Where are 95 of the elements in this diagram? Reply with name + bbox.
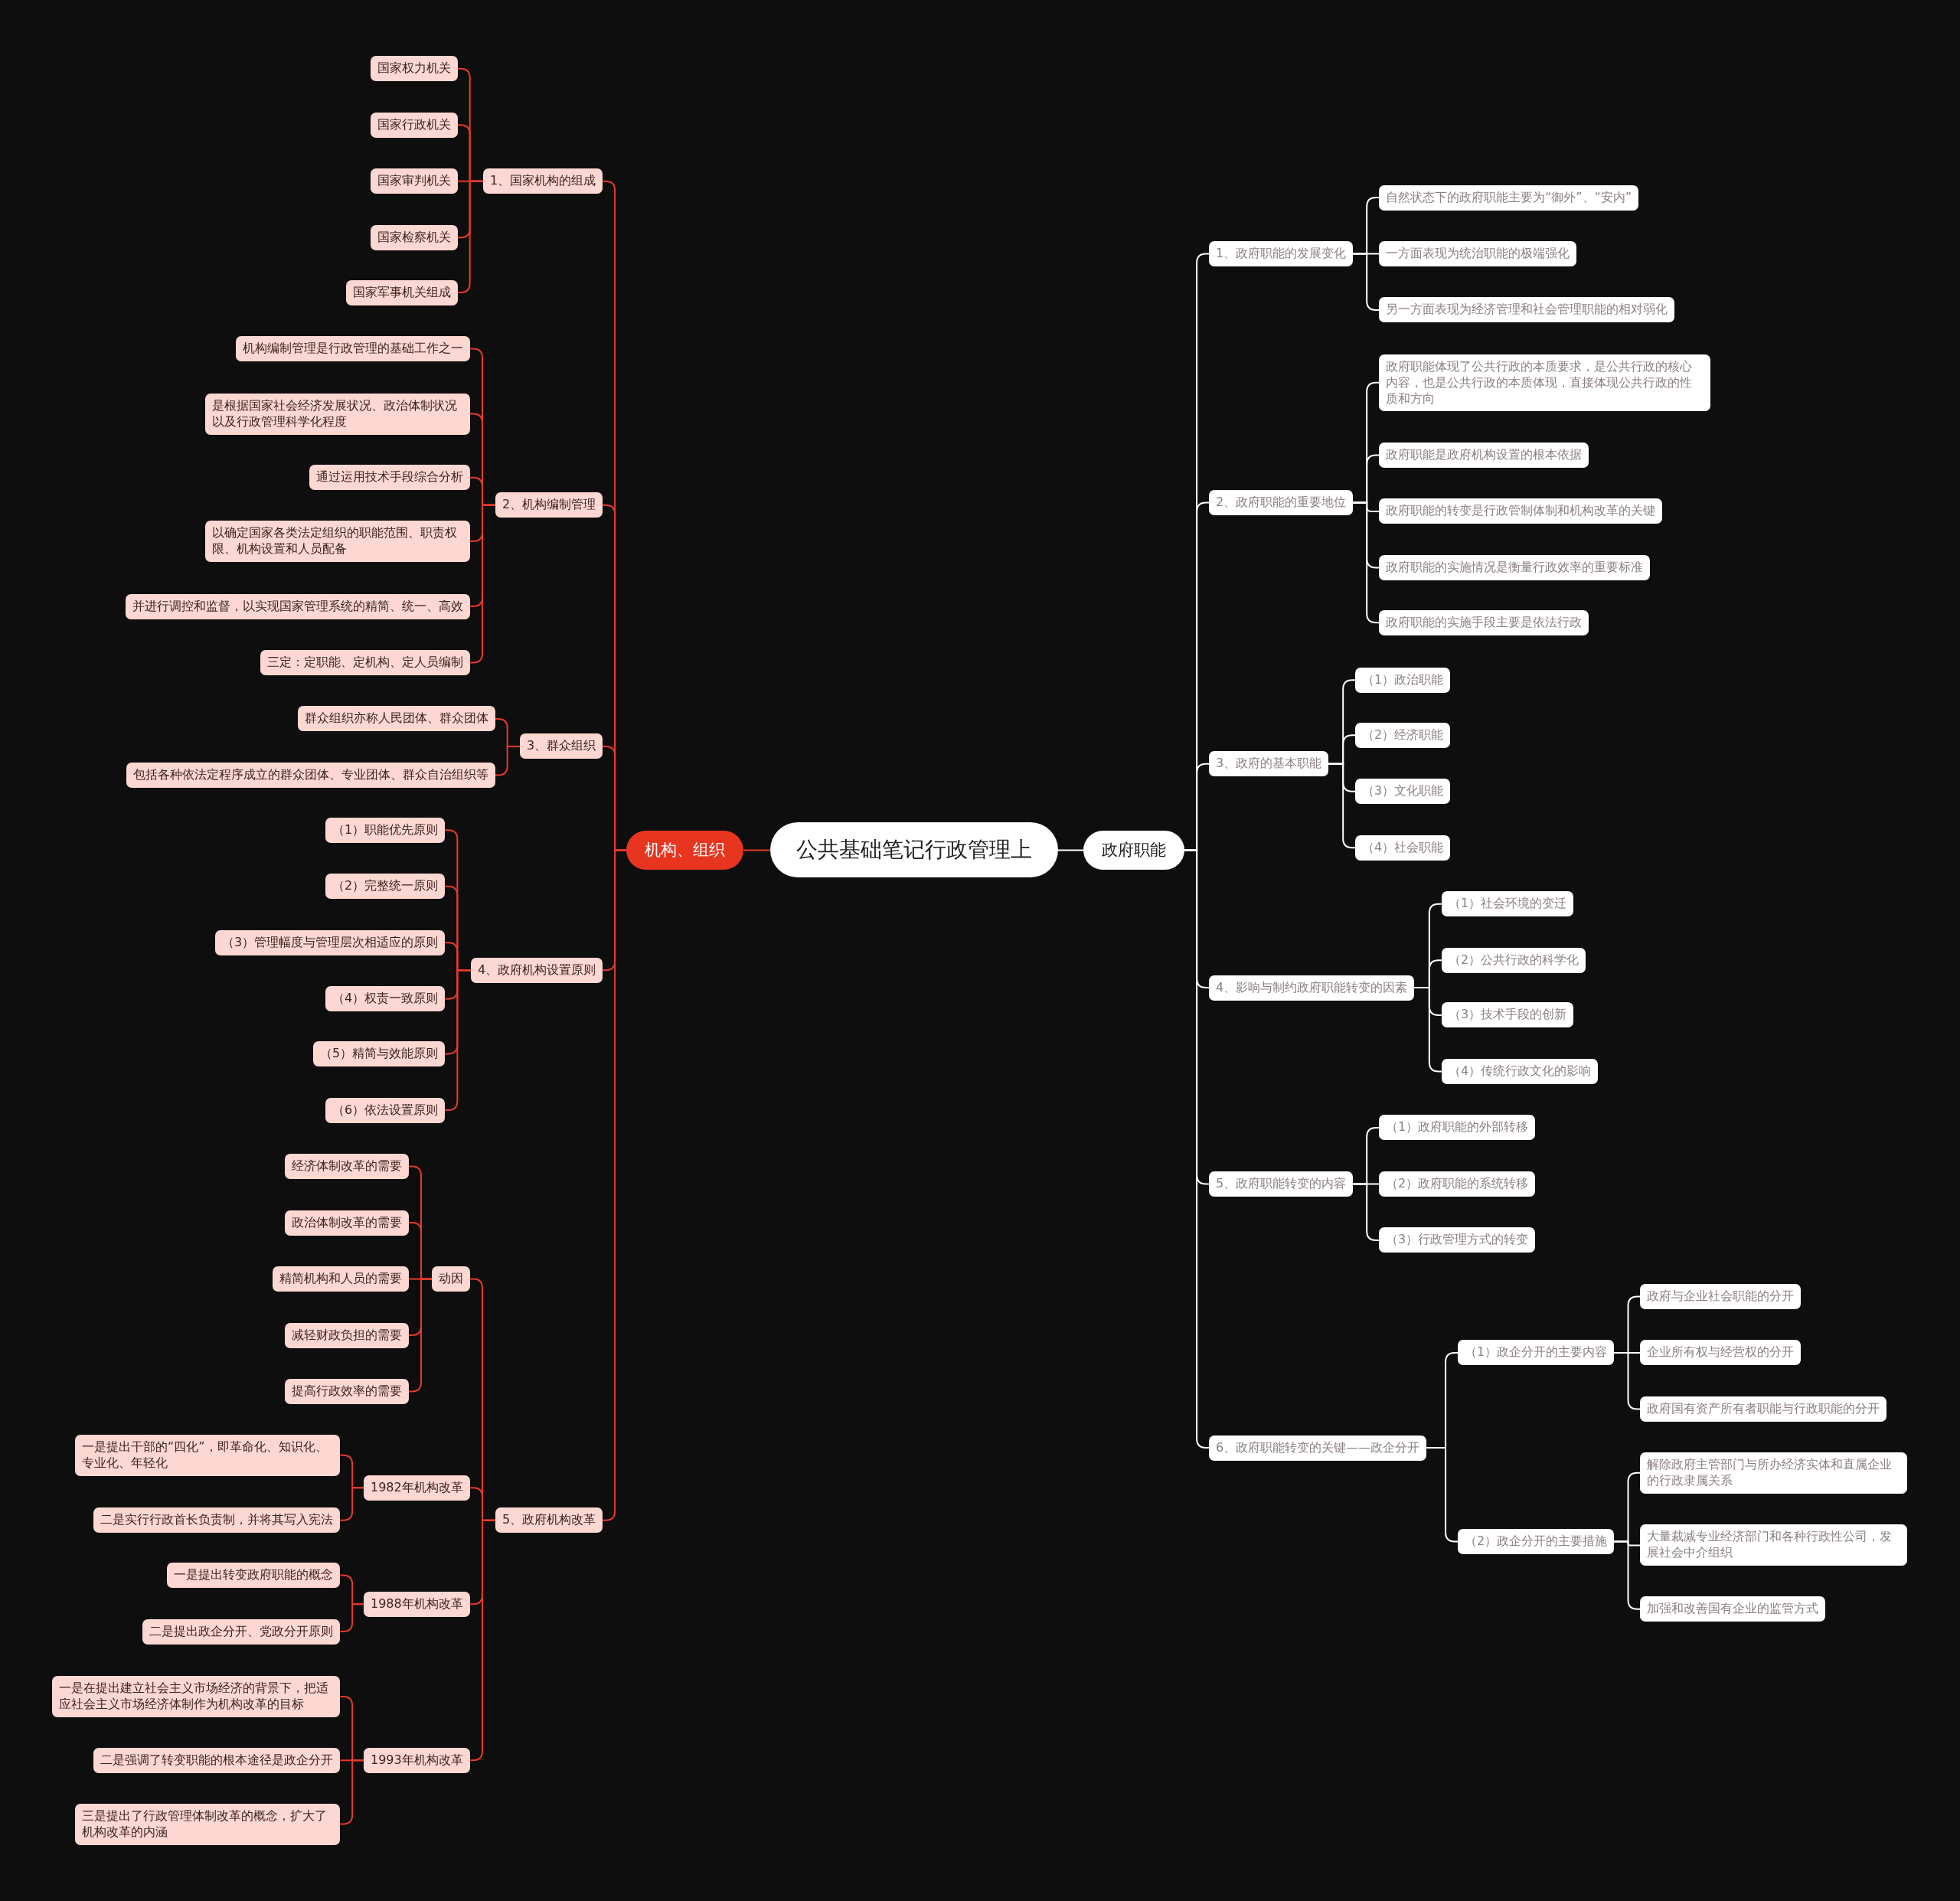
topic-box: （1）社会环境的变迁 bbox=[1442, 891, 1574, 916]
branch-topic: 机构、组织 bbox=[626, 831, 743, 870]
topic-box: 政府职能的实施情况是衡量行政效率的重要标准 bbox=[1379, 555, 1650, 580]
connector-line bbox=[469, 1519, 497, 1762]
topic-box: 企业所有权与经营权的分开 bbox=[1640, 1340, 1801, 1365]
connector-line bbox=[339, 1487, 364, 1521]
topic-box: （3）管理幅度与管理层次相适应的原则 bbox=[215, 930, 446, 955]
connector-line bbox=[1352, 253, 1380, 311]
topic-box: 另一方面表现为经济管理和社会管理职能的相对弱化 bbox=[1379, 297, 1674, 322]
topic-box: 政府国有资产所有者职能与行政职能的分开 bbox=[1640, 1396, 1886, 1422]
connector-line bbox=[743, 849, 771, 851]
branch-topic: 政府职能 bbox=[1083, 831, 1184, 870]
connector-line bbox=[469, 504, 497, 664]
topic-box: 包括各种依法定程序成立的群众团体、专业团体、群众自治组织等 bbox=[126, 763, 495, 788]
topic-box: 群众组织亦称人民团体、群众团体 bbox=[298, 706, 495, 731]
connector-line bbox=[444, 969, 472, 1112]
topic-box: 2、机构编制管理 bbox=[495, 492, 603, 518]
topic-box: 一方面表现为统治职能的极端强化 bbox=[1379, 241, 1576, 266]
topic-box: 三是提出了行政管理体制改革的概念，扩大了机构改革的内涵 bbox=[75, 1804, 340, 1845]
topic-box: 6、政府职能转变的关键——政企分开 bbox=[1209, 1436, 1427, 1461]
connector-line bbox=[339, 1603, 364, 1633]
topic-box: （3）行政管理方式的转变 bbox=[1379, 1227, 1536, 1253]
connector-line bbox=[1413, 987, 1442, 1073]
connector-line bbox=[456, 180, 485, 294]
topic-box: 国家审判机关 bbox=[371, 168, 458, 194]
topic-box: （4）传统行政文化的影响 bbox=[1442, 1059, 1599, 1084]
connector-line bbox=[602, 849, 628, 1521]
connector-line bbox=[1328, 763, 1357, 849]
topic-box: 国家检察机关 bbox=[371, 225, 458, 250]
topic-box: 一是提出转变政府职能的概念 bbox=[167, 1563, 340, 1588]
topic-box: （1）政治职能 bbox=[1355, 668, 1451, 693]
topic-box: 大量裁减专业经济部门和各种行政性公司，发展社会中介组织 bbox=[1640, 1524, 1907, 1566]
connector-line bbox=[494, 745, 521, 776]
topic-box: 4、影响与制约政府职能转变的因素 bbox=[1209, 975, 1415, 1001]
topic-box: 1988年机构改革 bbox=[364, 1592, 470, 1617]
topic-box: 三定：定职能、定机构、定人员编制 bbox=[260, 650, 470, 675]
topic-box: 国家军事机关组成 bbox=[346, 280, 458, 305]
topic-box: 政治体制改革的需要 bbox=[285, 1210, 409, 1236]
topic-box: 以确定国家各类法定组织的职能范围、职责权限、机构设置和人员配备 bbox=[205, 521, 470, 562]
connector-line bbox=[1426, 1447, 1459, 1543]
topic-box: （4）社会职能 bbox=[1355, 835, 1451, 861]
topic-box: 2、政府职能的重要地位 bbox=[1209, 490, 1354, 515]
topic-box: （4）权责一致原则 bbox=[325, 986, 446, 1011]
topic-box: （5）精简与效能原则 bbox=[313, 1041, 446, 1066]
connector-line bbox=[1613, 1351, 1642, 1410]
topic-box: 通过运用技术手段综合分析 bbox=[309, 465, 470, 490]
topic-box: 一是提出干部的“四化”，即革命化、知识化、专业化、年轻化 bbox=[75, 1435, 340, 1476]
topic-box: 政府与企业社会职能的分开 bbox=[1640, 1284, 1801, 1309]
topic-box: 二是实行行政首长负责制，并将其写入宪法 bbox=[93, 1507, 340, 1533]
topic-box: 动因 bbox=[432, 1266, 470, 1292]
topic-box: （3）文化职能 bbox=[1355, 779, 1451, 804]
topic-box: 1982年机构改革 bbox=[364, 1475, 470, 1501]
topic-box: 自然状态下的政府职能主要为“御外”、“安内” bbox=[1379, 185, 1639, 211]
topic-box: 5、政府职能转变的内容 bbox=[1209, 1171, 1354, 1197]
connector-line bbox=[339, 1759, 364, 1825]
connector-line bbox=[1613, 1540, 1642, 1610]
topic-box: （1）政府职能的外部转移 bbox=[1379, 1115, 1536, 1140]
topic-box: 1、政府职能的发展变化 bbox=[1209, 241, 1354, 266]
topic-box: 经济体制改革的需要 bbox=[285, 1154, 409, 1179]
topic-box: 政府职能的实施手段主要是依法行政 bbox=[1379, 610, 1589, 635]
topic-box: 3、政府的基本职能 bbox=[1209, 751, 1329, 776]
connector-line bbox=[1057, 849, 1085, 851]
topic-box: 3、群众组织 bbox=[520, 733, 603, 759]
topic-box: 提高行政效率的需要 bbox=[285, 1379, 409, 1404]
topic-box: （6）依法设置原则 bbox=[325, 1098, 446, 1123]
topic-box: 二是强调了转变职能的根本途径是政企分开 bbox=[93, 1748, 340, 1773]
topic-box: （2）公共行政的科学化 bbox=[1442, 948, 1586, 973]
topic-box: 国家行政机关 bbox=[371, 113, 458, 138]
topic-box: （1）职能优先原则 bbox=[325, 818, 446, 843]
topic-box: 政府职能是政府机构设置的根本依据 bbox=[1379, 443, 1589, 468]
topic-box: 一是在提出建立社会主义市场经济的背景下，把适应社会主义市场经济体制作为机构改革的目标 bbox=[52, 1676, 340, 1717]
topic-box: （2）政府职能的系统转移 bbox=[1379, 1171, 1536, 1197]
topic-box: 政府职能体现了公共行政的本质要求，是公共行政的核心内容，也是公共行政的本质体现，直接体现公共行政的性质和方向 bbox=[1379, 354, 1710, 412]
topic-box: 加强和改善国有企业的监管方式 bbox=[1640, 1596, 1825, 1622]
topic-box: 5、政府机构改革 bbox=[495, 1507, 603, 1533]
central-topic: 公共基础笔记行政管理上 bbox=[770, 822, 1058, 878]
topic-box: 国家权力机关 bbox=[371, 56, 458, 81]
topic-box: 机构编制管理是行政管理的基础工作之一 bbox=[236, 336, 470, 361]
topic-box: 1、国家机构的组成 bbox=[483, 168, 603, 194]
topic-box: 二是提出政企分开、党政分开原则 bbox=[142, 1619, 340, 1645]
topic-box: 是根据国家社会经济发展状况、政治体制状况以及行政管理科学化程度 bbox=[205, 394, 470, 435]
topic-box: （3）技术手段的创新 bbox=[1442, 1002, 1574, 1027]
topic-box: 1993年机构改革 bbox=[364, 1748, 470, 1773]
topic-box: 4、政府机构设置原则 bbox=[471, 958, 603, 983]
topic-box: 精简机构和人员的需要 bbox=[273, 1266, 409, 1292]
topic-box: （2）经济职能 bbox=[1355, 723, 1451, 748]
connector-line bbox=[1352, 1183, 1380, 1241]
topic-box: （2）政企分开的主要措施 bbox=[1458, 1529, 1615, 1554]
topic-box: 解除政府主管部门与所办经济实体和直属企业的行政隶属关系 bbox=[1640, 1452, 1907, 1494]
topic-box: 并进行调控和监督，以实现国家管理系统的精简、统一、高效 bbox=[126, 594, 470, 619]
connector-line bbox=[1352, 501, 1380, 624]
topic-box: （1）政企分开的主要内容 bbox=[1458, 1340, 1615, 1365]
topic-box: 政府职能的转变是行政管制体制和机构改革的关键 bbox=[1379, 498, 1662, 524]
topic-box: 减轻财政负担的需要 bbox=[285, 1323, 409, 1348]
topic-box: （2）完整统一原则 bbox=[325, 874, 446, 899]
